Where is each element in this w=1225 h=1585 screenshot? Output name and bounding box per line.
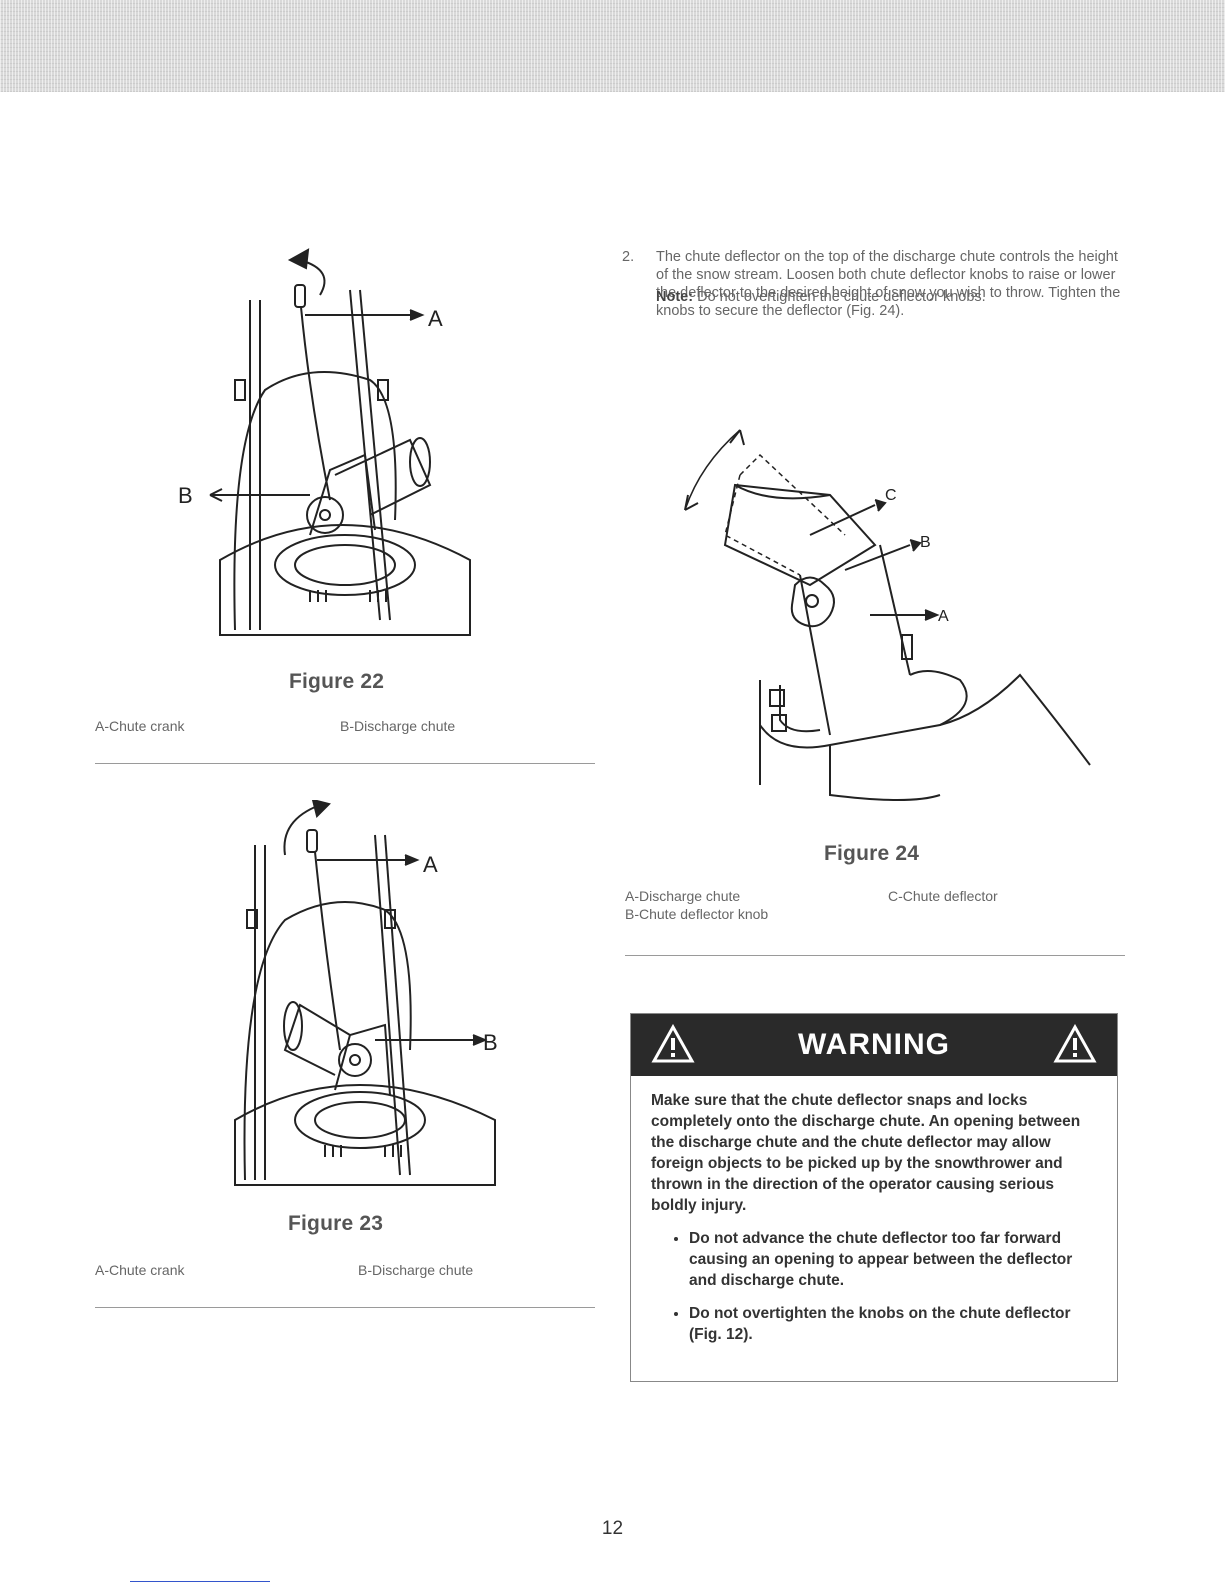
- warning-triangle-icon: [651, 1023, 695, 1069]
- warning-text: Make sure that the chute deflector snaps…: [651, 1092, 1081, 1214]
- figure-24-illustration: C B A: [680, 425, 1100, 805]
- figure-24-title: Figure 24: [824, 842, 920, 865]
- warning-body: Make sure that the chute deflector snaps…: [631, 1076, 1117, 1345]
- figure-23-label-b: B: [483, 1030, 498, 1055]
- warning-triangle-icon: [1053, 1023, 1097, 1069]
- divider: [95, 1307, 595, 1308]
- note-text: Do not overtighten the chute deflector k…: [697, 289, 986, 305]
- step-text: The chute deflector on the top of the di…: [656, 249, 1121, 319]
- figure-23-legend-a: A-Chute crank: [95, 1262, 185, 1278]
- warning-banner: WARNING: [631, 1014, 1117, 1076]
- figure-24-label-c: C: [885, 487, 897, 504]
- figure-24-label-b: B: [920, 534, 931, 551]
- figure-24-label-a: A: [938, 608, 949, 625]
- note-label: Note:: [656, 289, 694, 305]
- warning-box: WARNING Make sure that the chute deflect…: [630, 1013, 1118, 1382]
- figure-23-illustration: A B: [225, 800, 515, 1200]
- figure-22-illustration: A B: [170, 240, 520, 650]
- figure-22-label-b: B: [178, 483, 193, 508]
- figure-22-legend-a: A-Chute crank: [95, 718, 185, 734]
- divider: [625, 955, 1125, 956]
- divider: [95, 763, 595, 764]
- step-number: 2.: [622, 249, 635, 265]
- figure-22-label-a: A: [428, 306, 443, 331]
- warning-title: WARNING: [798, 1028, 950, 1061]
- note: Note: Do not overtighten the chute defle…: [656, 289, 986, 305]
- header-band: [0, 0, 1225, 92]
- footer-link-underline: [130, 1581, 270, 1582]
- warning-bullet: Do not advance the chute deflector too f…: [689, 1228, 1097, 1291]
- warning-bullet: Do not overtighten the knobs on the chut…: [689, 1303, 1097, 1345]
- figure-22-title: Figure 22: [289, 670, 385, 693]
- figure-23-title: Figure 23: [288, 1212, 384, 1235]
- figure-23-legend-b: B-Discharge chute: [358, 1262, 474, 1278]
- figure-23-label-a: A: [423, 852, 438, 877]
- figure-24-legend-b: B-Chute deflector knob: [625, 906, 769, 922]
- figure-24-legend-a: A-Discharge chute: [625, 888, 741, 904]
- figure-22-legend-b: B-Discharge chute: [340, 718, 456, 734]
- figure-24-legend-c: C-Chute deflector: [888, 888, 998, 904]
- page-number: 12: [601, 1518, 624, 1539]
- step-2-paragraph: 2. The chute deflector on the top of the…: [622, 248, 1127, 320]
- warning-list: Do not advance the chute deflector too f…: [651, 1228, 1097, 1345]
